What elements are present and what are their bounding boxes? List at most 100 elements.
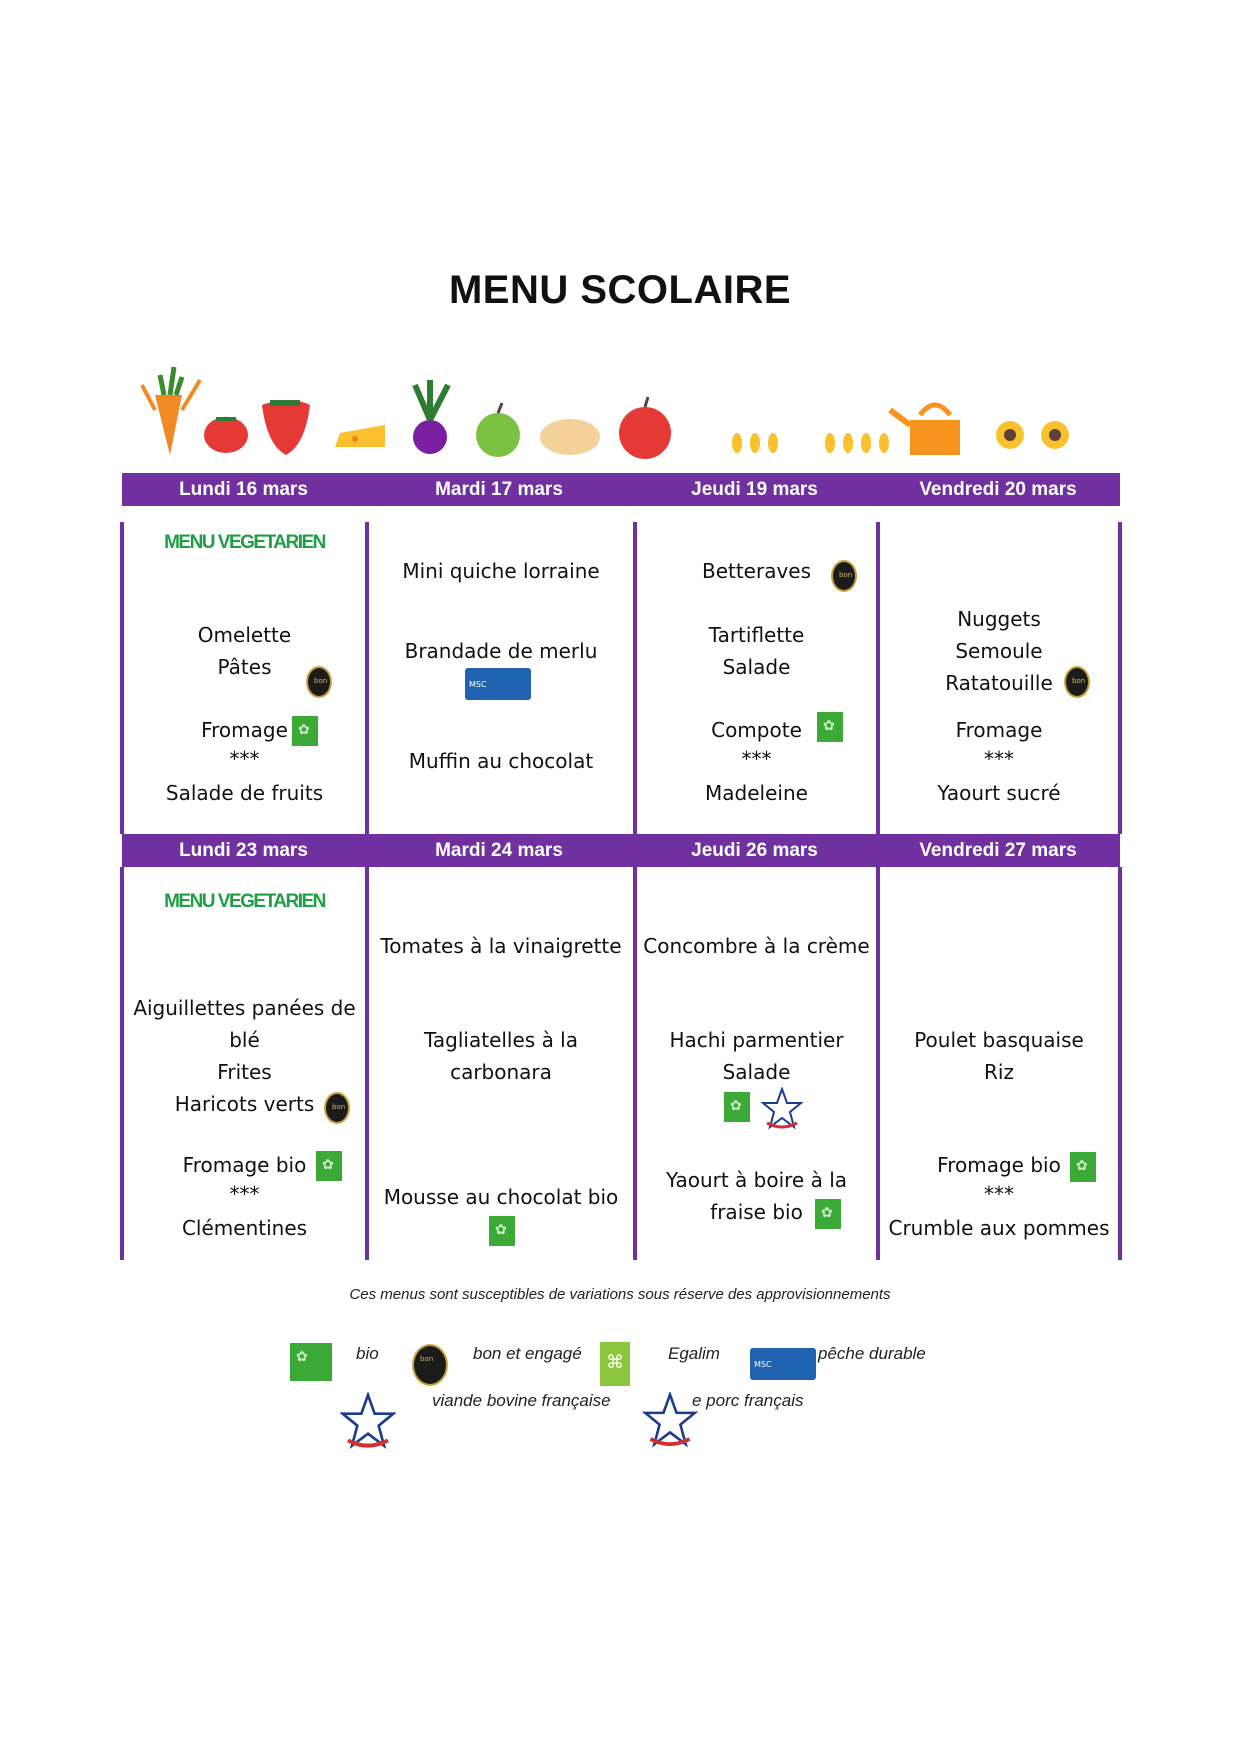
menu-item: Pâtes	[217, 655, 272, 679]
menu-item: Fromage bio	[937, 1153, 1061, 1177]
day-label: Lundi 23 mars	[179, 840, 308, 861]
menu-item: Ratatouille	[945, 671, 1053, 695]
legend-bon-label: bon et engagé	[473, 1344, 582, 1363]
separator: ***	[984, 747, 1014, 771]
menu-cell-tuesday-17: Mini quiche lorraine Brandade de merlu M…	[365, 522, 633, 834]
legend-viande-label: viande bovine française	[432, 1391, 611, 1410]
bio-icon	[489, 1216, 515, 1246]
bon-engage-icon	[324, 1092, 350, 1124]
menu-item: Omelette	[197, 623, 292, 647]
day-label: Mardi 17 mars	[435, 479, 563, 500]
beet-icon	[412, 380, 451, 454]
bio-icon	[290, 1343, 332, 1381]
day-label: Mardi 24 mars	[435, 840, 563, 861]
week1-grid: MENU VEGETARIEN Omelette Pâtes Fromage *…	[120, 522, 1122, 834]
menu-item: Tagliatelles à la	[424, 1028, 578, 1052]
legend-bio-label: bio	[356, 1344, 379, 1363]
menu-item: blé	[229, 1028, 260, 1052]
menu-cell-friday-20: Nuggets Semoule Ratatouille Fromage *** …	[876, 522, 1122, 834]
viande-bovine-francaise-icon	[761, 1087, 803, 1130]
menu-cell-friday-27: Poulet basquaise Riz Fromage bio *** Cru…	[876, 867, 1122, 1260]
week2-grid: MENU VEGETARIEN Aiguillettes panées de b…	[120, 867, 1122, 1260]
legend-peche-label: pêche durable	[818, 1344, 926, 1363]
vegetarian-tag: MENU VEGETARIEN	[164, 532, 326, 553]
menu-cell-monday-23: MENU VEGETARIEN Aiguillettes panées de b…	[120, 867, 365, 1260]
corn-icon	[732, 433, 889, 453]
menu-item: fraise bio	[710, 1200, 803, 1224]
bon-engage-icon	[412, 1344, 448, 1386]
bio-icon	[724, 1092, 750, 1122]
separator: ***	[229, 747, 260, 771]
menu-item: Semoule	[955, 639, 1043, 663]
menu-item: Nuggets	[957, 607, 1041, 631]
page-title: MENU SCOLAIRE	[448, 268, 792, 312]
menu-cell-tuesday-24: Tomates à la vinaigrette Tagliatelles à …	[365, 867, 633, 1260]
strawberry-icon	[262, 400, 310, 455]
menu-item: Yaourt sucré	[937, 781, 1061, 805]
menu-item: Fromage	[955, 718, 1043, 742]
menu-item: Poulet basquaise	[914, 1028, 1084, 1052]
week2-day-header: Lundi 23 mars Mardi 24 mars Jeudi 26 mar…	[122, 834, 1120, 867]
menu-item: Salade	[722, 655, 791, 679]
menu-item: Haricots verts	[174, 1092, 315, 1116]
separator: ***	[229, 1182, 260, 1206]
week1-day-header: Lundi 16 mars Mardi 17 mars Jeudi 19 mar…	[122, 473, 1120, 506]
sunflower-icon	[996, 421, 1069, 449]
legend-egalim-label: Egalim	[668, 1344, 720, 1363]
menu-cell-thursday-26: Concombre à la crème Hachi parmentier Sa…	[633, 867, 876, 1260]
menu-item: Tomates à la vinaigrette	[380, 934, 622, 958]
menu-item: Salade de fruits	[165, 781, 324, 805]
menu-item: Hachi parmentier	[669, 1028, 844, 1052]
menu-item: Salade	[722, 1060, 791, 1084]
bio-icon	[316, 1151, 342, 1181]
day-label: Vendredi 20 mars	[919, 479, 1077, 500]
cheese-icon	[335, 425, 385, 447]
msc-peche-durable-icon	[465, 668, 531, 700]
day-label: Jeudi 19 mars	[691, 479, 818, 500]
red-apple-icon	[619, 396, 671, 459]
tomato-icon	[204, 417, 248, 453]
egalim-icon	[600, 1342, 630, 1386]
bio-icon	[815, 1199, 841, 1229]
menu-item: Fromage bio	[182, 1153, 307, 1177]
menu-item: Betteraves	[701, 559, 812, 583]
green-apple-icon	[476, 402, 520, 457]
menu-item: Brandade de merlu	[404, 639, 598, 663]
msc-peche-durable-icon	[750, 1348, 816, 1380]
menu-item: Mousse au chocolat bio	[383, 1185, 619, 1209]
menu-item: Frites	[217, 1060, 272, 1084]
bon-engage-icon	[306, 666, 332, 698]
menu-item: Muffin au chocolat	[408, 749, 594, 773]
menu-item: Madeleine	[705, 781, 808, 805]
bio-icon	[817, 712, 843, 742]
le-porc-francais-icon	[642, 1392, 698, 1448]
menu-item: Compote	[711, 718, 802, 742]
menu-cell-thursday-19: Betteraves Tartiflette Salade Compote **…	[633, 522, 876, 834]
separator: ***	[984, 1182, 1014, 1206]
menu-item: Clémentines	[181, 1216, 308, 1240]
menu-item: Crumble aux pommes	[888, 1216, 1110, 1240]
menu-item: Concombre à la crème	[643, 934, 870, 958]
menu-item: Yaourt à boire à la	[665, 1168, 848, 1192]
disclaimer-note: Ces menus sont susceptibles de variation…	[349, 1286, 891, 1303]
watering-can-icon	[888, 402, 960, 455]
menu-item: Aiguillettes panées de	[133, 996, 356, 1020]
bio-icon	[292, 716, 318, 746]
day-label: Lundi 16 mars	[179, 479, 308, 500]
menu-item: Fromage	[201, 718, 288, 742]
menu-item: Riz	[984, 1060, 1014, 1084]
legend-porc-label: e porc français	[692, 1391, 804, 1410]
menu-item: Tartiflette	[708, 623, 805, 647]
separator: ***	[741, 747, 772, 771]
bon-engage-icon	[831, 560, 857, 592]
bon-engage-icon	[1064, 666, 1090, 698]
vegetarian-tag: MENU VEGETARIEN	[164, 891, 326, 912]
carrot-icon	[140, 366, 202, 455]
food-illustrations	[130, 355, 1100, 465]
day-label: Vendredi 27 mars	[919, 840, 1077, 861]
menu-cell-monday-16: MENU VEGETARIEN Omelette Pâtes Fromage *…	[120, 522, 365, 834]
viande-bovine-francaise-icon	[340, 1392, 396, 1450]
menu-item: Mini quiche lorraine	[402, 559, 600, 583]
bio-icon	[1070, 1152, 1096, 1182]
day-label: Jeudi 26 mars	[691, 840, 818, 861]
